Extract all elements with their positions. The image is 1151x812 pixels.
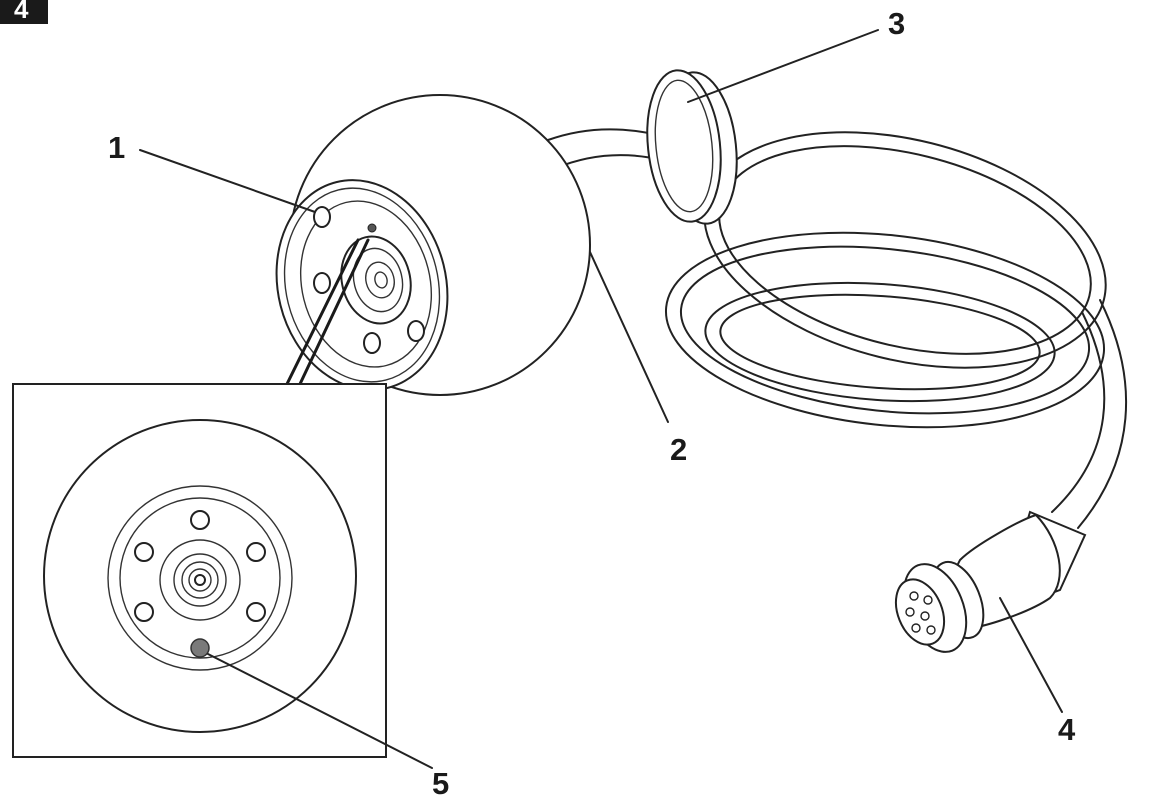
- leader-2: [589, 251, 669, 423]
- leader-5: [207, 653, 433, 769]
- callout-4: 4: [1058, 712, 1076, 747]
- leader-1: [139, 149, 316, 213]
- sensor-sphere: [275, 94, 591, 396]
- leader-3: [687, 29, 879, 103]
- step-badge: 4: [0, 0, 48, 24]
- callout-2: 2: [670, 432, 687, 467]
- leader-4: [999, 597, 1063, 713]
- cable: [547, 128, 1128, 529]
- callout-labels: 1 2 3 4 5: [108, 6, 1076, 801]
- callout-1: 1: [108, 130, 125, 165]
- step-badge-number: 4: [14, 0, 29, 24]
- detail-inset: [12, 238, 387, 758]
- callout-5: 5: [432, 766, 449, 801]
- callout-3: 3: [888, 6, 905, 41]
- connector-plug: [894, 510, 1087, 653]
- leader-lines: [139, 29, 1063, 769]
- cable-grommet: [646, 69, 738, 225]
